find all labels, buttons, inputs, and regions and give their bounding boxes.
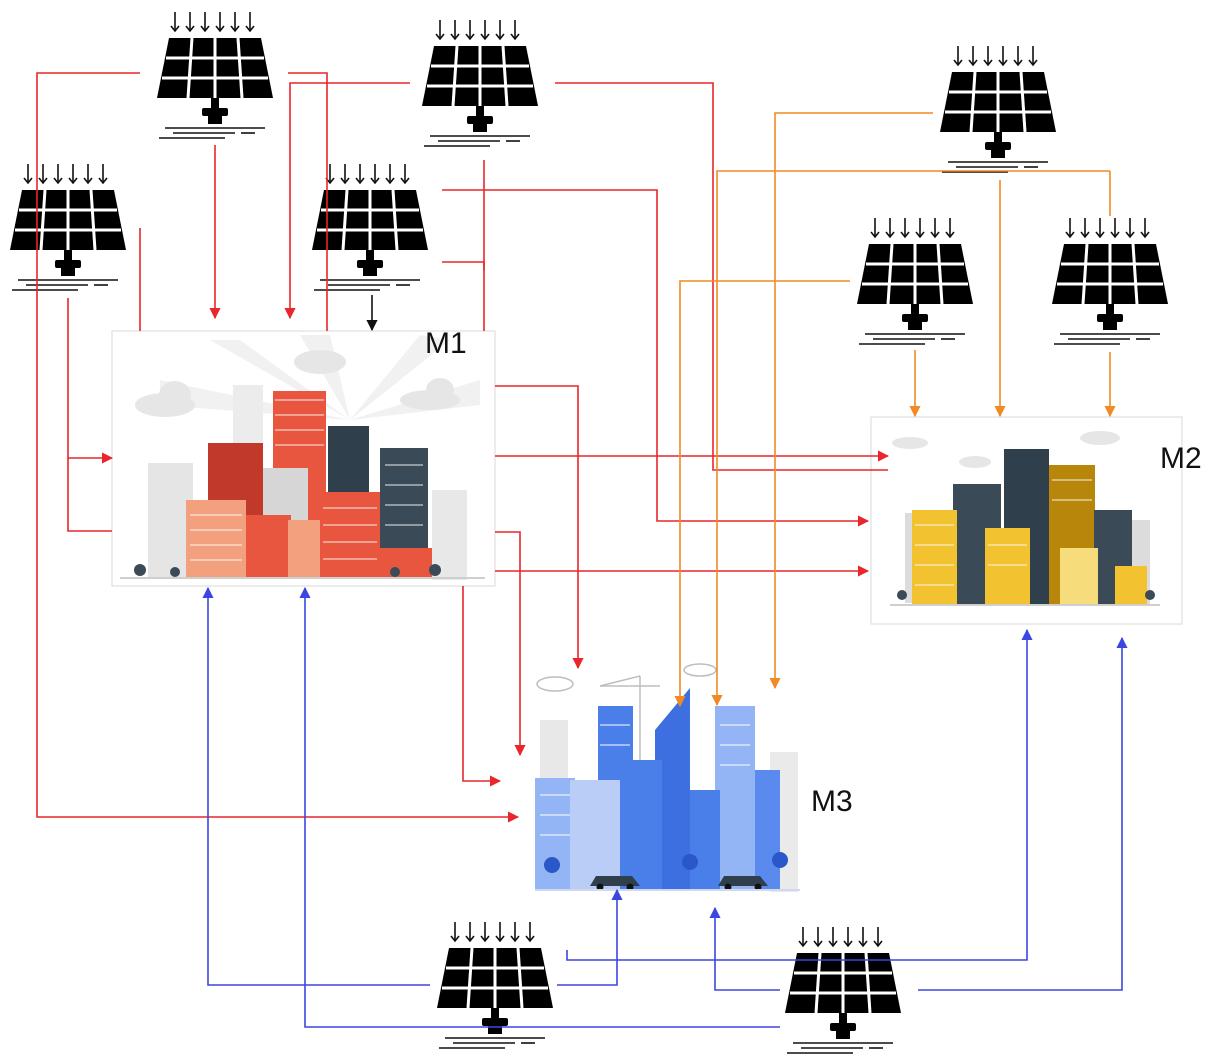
m3-power-links — [202, 586, 1128, 1028]
m2-label: M2 — [1160, 442, 1202, 475]
tree-icon — [544, 852, 788, 873]
solar-panel-icon — [783, 925, 903, 1055]
cloud-icon — [536, 663, 717, 692]
solar-panel-icon — [8, 162, 128, 292]
car-icon — [590, 876, 768, 891]
cloud-icon — [135, 350, 460, 417]
cloud-icon — [892, 431, 1120, 468]
city-skyline-icon — [120, 335, 485, 580]
solar-panel-icon — [1050, 216, 1170, 346]
solar-panel-icon — [155, 10, 275, 140]
solar-panel-icon — [435, 920, 555, 1050]
city-skyline-icon — [890, 431, 1160, 606]
m2-power-links — [674, 112, 1116, 708]
solar-panel-icon — [855, 216, 975, 346]
city-skyline-icon — [535, 663, 800, 892]
m2-solar-panels — [855, 44, 1170, 346]
m3-solar-panels — [435, 920, 903, 1055]
solar-panel-icon — [310, 162, 430, 292]
solar-panel-icon — [420, 18, 540, 148]
m3-label: M3 — [811, 785, 853, 818]
microgrid-m1: M1 — [111, 327, 496, 587]
m1-power-links — [36, 72, 890, 823]
microgrid-m2: M2 — [870, 416, 1202, 625]
m1-label: M1 — [425, 327, 467, 360]
m1-solar-panels — [8, 10, 540, 292]
solar-panel-icon — [938, 44, 1058, 174]
tree-icon — [897, 590, 1155, 600]
tree-icon — [134, 564, 441, 577]
microgrid-m3: M3 — [535, 663, 853, 892]
